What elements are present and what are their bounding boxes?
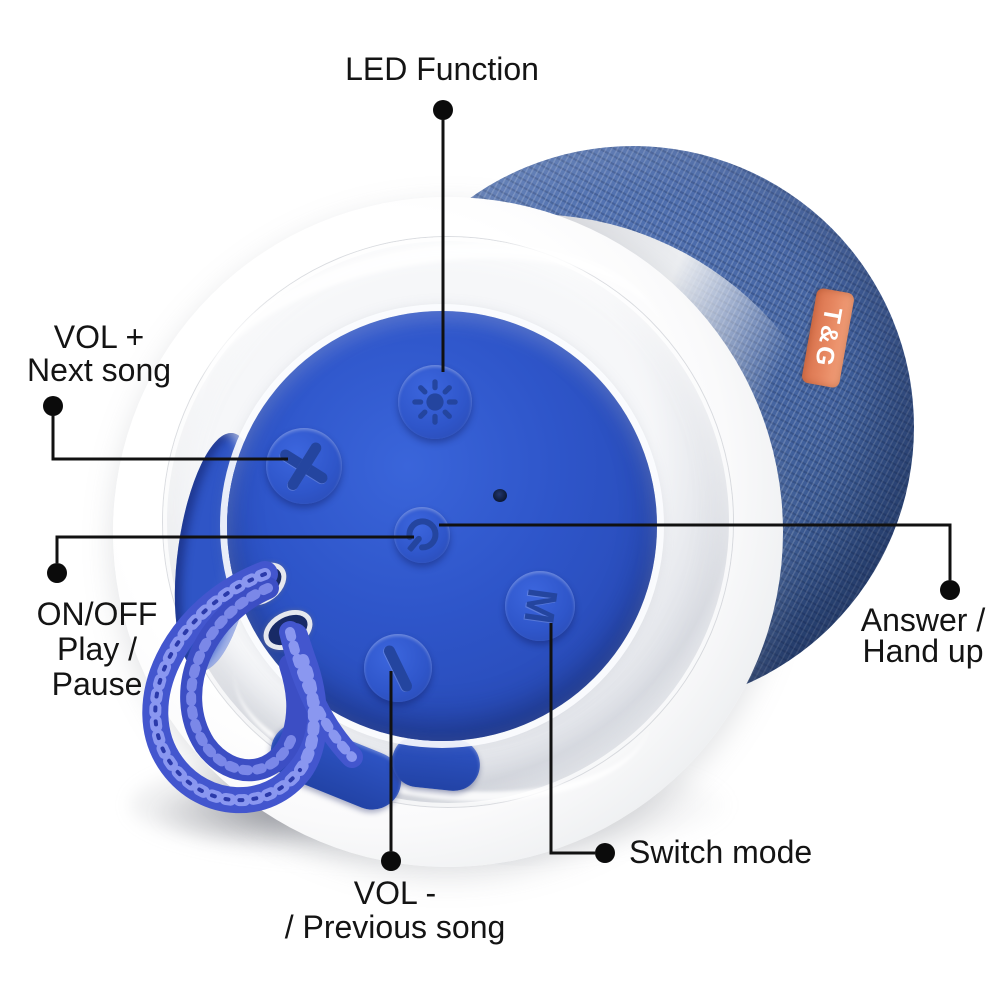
volume-up-button xyxy=(266,428,342,504)
led-function-button xyxy=(398,365,472,439)
label-led-function-text: LED Function xyxy=(345,51,539,87)
letter-m-glyph: M xyxy=(514,585,567,627)
label-led-function: LED Function xyxy=(345,53,539,86)
label-vol-plus-line2: Next song xyxy=(26,352,172,388)
label-on-off: ON/OFF Play / Pause xyxy=(37,597,158,702)
label-vol-minus: VOL - / Previous song xyxy=(285,876,506,944)
label-answer-line1: Answer / xyxy=(860,602,986,638)
label-answer-line2: Hand up xyxy=(862,633,984,669)
power-icon xyxy=(394,507,450,563)
label-vol-minus-line1: VOL - xyxy=(353,875,437,911)
minus-bar-icon xyxy=(382,643,414,693)
power-play-pause-button xyxy=(394,507,450,563)
label-on-off-line1: ON/OFF xyxy=(36,596,158,632)
label-switch-mode: Switch mode xyxy=(629,836,812,869)
label-switch-mode-text: Switch mode xyxy=(629,834,813,870)
volume-down-button xyxy=(364,634,432,702)
pinhole-mic-dot xyxy=(493,489,507,502)
sun-led-icon xyxy=(412,379,458,425)
label-vol-plus: VOL + Next song xyxy=(27,321,171,387)
label-answer-hang-up: Answer / Hand up xyxy=(860,602,986,669)
label-vol-plus-line1: VOL + xyxy=(53,319,145,355)
brand-tag-label: T&G xyxy=(809,305,848,371)
label-on-off-line3: Pause xyxy=(51,666,143,702)
mode-button: M xyxy=(505,571,575,641)
label-vol-minus-line2: / Previous song xyxy=(284,909,506,945)
label-on-off-line2: Play / xyxy=(56,631,138,667)
